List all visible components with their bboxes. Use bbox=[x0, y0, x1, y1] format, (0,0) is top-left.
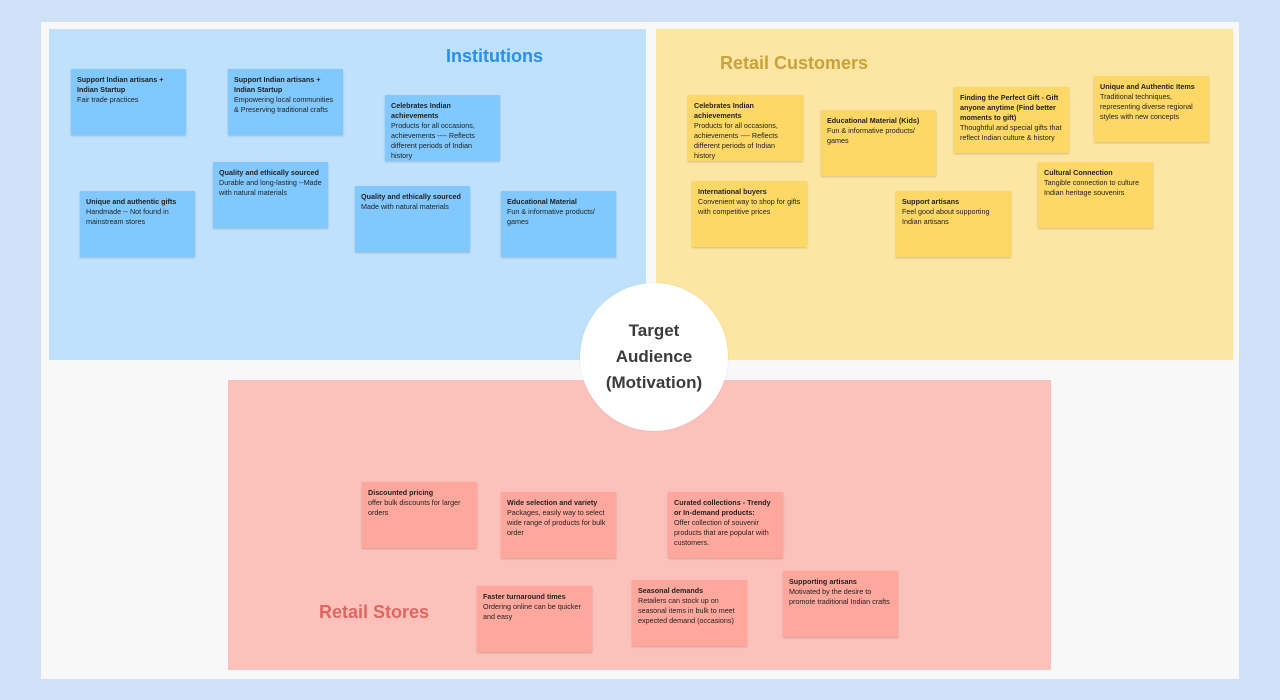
sticky-note-body: Traditional techniques, representing div… bbox=[1100, 92, 1193, 121]
sticky-note-body: Motivated by the desire to promote tradi… bbox=[789, 587, 890, 606]
sticky-note-body: Packages, easily way to select wide rang… bbox=[507, 508, 606, 537]
sticky-note-title: Unique and authentic gifts bbox=[86, 197, 177, 206]
sticky-note-title: Supporting artisans bbox=[789, 577, 857, 586]
sticky-note-title: Celebrates Indian achievements bbox=[694, 101, 754, 120]
sticky-note[interactable]: Wide selection and variety Packages, eas… bbox=[501, 492, 616, 558]
sticky-note-body: Ordering online can be quicker and easy bbox=[483, 602, 581, 621]
sticky-note-title: Unique and Authentic Items bbox=[1100, 82, 1195, 91]
sticky-note[interactable]: Quality and ethically sourced Durable an… bbox=[213, 162, 328, 228]
sticky-note[interactable]: International buyers Convenient way to s… bbox=[692, 181, 807, 247]
sticky-note-title: Celebrates Indian achievements bbox=[391, 101, 451, 120]
sticky-note[interactable]: Finding the Perfect Gift - Gift anyone a… bbox=[954, 87, 1069, 153]
sticky-note-title: Support Indian artisans + Indian Startup bbox=[234, 75, 321, 94]
sticky-note-body: Offer collection of souvenir products th… bbox=[674, 518, 769, 547]
sticky-note-title: International buyers bbox=[698, 187, 767, 196]
sticky-note-body: Thoughtful and special gifts that reflec… bbox=[960, 123, 1062, 142]
sticky-note[interactable]: Faster turnaround times Ordering online … bbox=[477, 586, 592, 652]
target-audience-label: Target Audience (Motivation) bbox=[606, 318, 702, 396]
sticky-note[interactable]: Discounted pricing offer bulk discounts … bbox=[362, 482, 477, 548]
sticky-note[interactable]: Cultural Connection Tangible connection … bbox=[1038, 162, 1153, 228]
sticky-note[interactable]: Celebrates Indian achievements Products … bbox=[688, 95, 803, 161]
sticky-note-body: Products for all occasions, achievements… bbox=[694, 121, 778, 160]
sticky-note-title: Cultural Connection bbox=[1044, 168, 1113, 177]
sticky-note[interactable]: Support Indian artisans + Indian Startup… bbox=[71, 69, 186, 135]
sticky-note-body: Fun & informative products/ games bbox=[507, 207, 595, 226]
sticky-note-title: Quality and ethically sourced bbox=[219, 168, 319, 177]
sticky-note[interactable]: Unique and authentic gifts Handmade -- N… bbox=[80, 191, 195, 257]
sticky-note[interactable]: Unique and Authentic Items Traditional t… bbox=[1094, 76, 1209, 142]
institutions-title[interactable]: Institutions bbox=[446, 46, 543, 66]
sticky-note-body: Tangible connection to culture Indian he… bbox=[1044, 178, 1140, 197]
sticky-note-title: Educational Material bbox=[507, 197, 577, 206]
sticky-note-title: Finding the Perfect Gift - Gift anyone a… bbox=[960, 93, 1059, 122]
sticky-note-body: offer bulk discounts for larger orders bbox=[368, 498, 461, 517]
sticky-note[interactable]: Support Indian artisans + Indian Startup… bbox=[228, 69, 343, 135]
sticky-note-body: Products for all occasions, achievements… bbox=[391, 121, 475, 160]
sticky-note[interactable]: Supporting artisans Motivated by the des… bbox=[783, 571, 898, 637]
sticky-note-body: Made with natural materials bbox=[361, 202, 449, 211]
sticky-note-title: Discounted pricing bbox=[368, 488, 434, 497]
center-line: Target bbox=[628, 321, 680, 340]
sticky-note[interactable]: Curated collections - Trendy or In-deman… bbox=[668, 492, 783, 558]
center-line: (Motivation) bbox=[605, 373, 703, 392]
sticky-note[interactable]: Educational Material (Kids) Fun & inform… bbox=[821, 110, 936, 176]
sticky-note-title: Support artisans bbox=[902, 197, 960, 206]
retail-customers-title[interactable]: Retail Customers bbox=[720, 53, 869, 73]
retail-stores-title[interactable]: Retail Stores bbox=[319, 602, 430, 622]
sticky-note-body: Fun & informative products/ games bbox=[827, 126, 915, 145]
sticky-note-body: Feel good about supporting Indian artisa… bbox=[902, 207, 990, 226]
sticky-note-body: Fair trade practices bbox=[77, 95, 139, 104]
sticky-note-body: Handmade -- Not found in mainstream stor… bbox=[86, 207, 169, 226]
target-audience-circle[interactable]: Target Audience (Motivation) bbox=[580, 283, 728, 431]
sticky-note-title: Seasonal demands bbox=[638, 586, 704, 595]
sticky-note-title: Educational Material (Kids) bbox=[827, 116, 920, 125]
sticky-note-body: Durable and long-lasting --Made with nat… bbox=[219, 178, 322, 197]
sticky-note-body: Retailers can stock up on seasonal items… bbox=[638, 596, 735, 625]
sticky-note[interactable]: Celebrates Indian achievements Products … bbox=[385, 95, 500, 161]
sticky-note[interactable]: Seasonal demands Retailers can stock up … bbox=[632, 580, 747, 646]
sticky-note-body: Convenient way to shop for gifts with co… bbox=[698, 197, 801, 216]
sticky-note-title: Curated collections - Trendy or In-deman… bbox=[674, 498, 771, 517]
sticky-note[interactable]: Quality and ethically sourced Made with … bbox=[355, 186, 470, 252]
sticky-note-title: Wide selection and variety bbox=[507, 498, 598, 507]
sticky-note-title: Support Indian artisans + Indian Startup bbox=[77, 75, 164, 94]
sticky-note[interactable]: Support artisans Feel good about support… bbox=[896, 191, 1011, 257]
sticky-note-title: Faster turnaround times bbox=[483, 592, 566, 601]
sticky-note[interactable]: Educational Material Fun & informative p… bbox=[501, 191, 616, 257]
sticky-note-body: Empowering local communities & Preservin… bbox=[234, 95, 334, 114]
center-line: Audience bbox=[615, 347, 693, 366]
sticky-note-title: Quality and ethically sourced bbox=[361, 192, 461, 201]
